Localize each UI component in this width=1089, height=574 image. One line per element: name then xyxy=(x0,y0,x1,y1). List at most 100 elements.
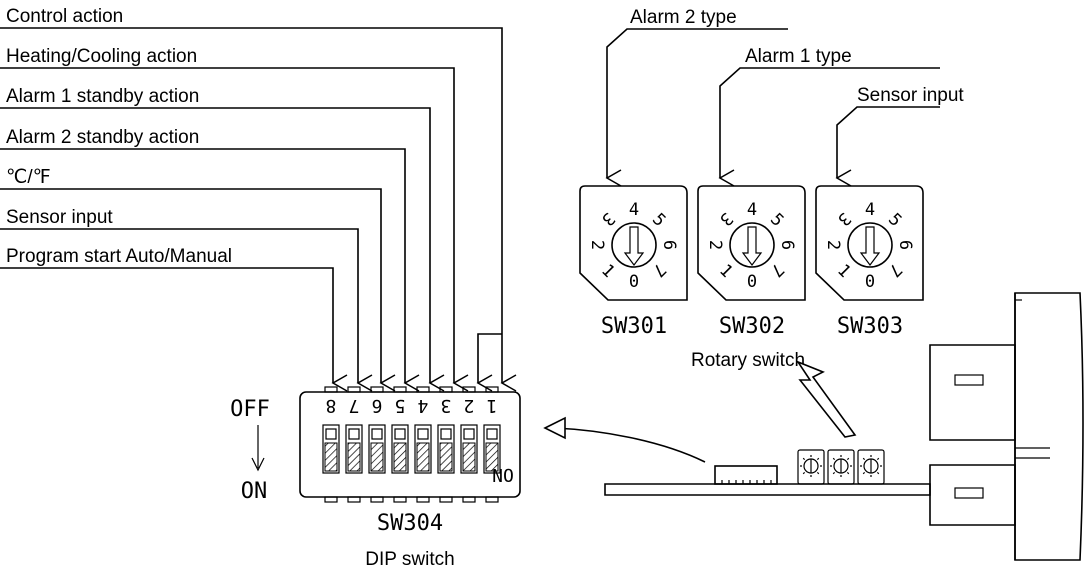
dip-callout-arrow xyxy=(554,427,706,463)
rotary-dial-digit: 4 xyxy=(865,200,875,220)
rotary-dial-digit: 1 xyxy=(597,260,618,281)
dip-label: Alarm 1 standby action xyxy=(6,86,199,107)
dip-label: Heating/Cooling action xyxy=(6,46,197,67)
rotary-dial-digit: 4 xyxy=(747,200,757,220)
rotary-dial-digit: 7 xyxy=(648,259,669,280)
dip-switch-caption: DIP switch xyxy=(365,549,454,570)
dip-leader-line xyxy=(0,67,469,392)
dip-toggle-slot xyxy=(322,424,340,474)
rotary-dial-digit: 0 xyxy=(747,272,757,292)
off-on-arrow-head xyxy=(251,457,265,472)
dip-pin xyxy=(485,496,499,503)
rotary-dial xyxy=(847,222,893,268)
dip-callout-arrow-head xyxy=(543,416,566,440)
dip-switch-number: 7 xyxy=(349,395,360,416)
dip-leader-line xyxy=(0,267,348,392)
rotary-dial-digit: 6 xyxy=(777,240,797,250)
rotary-leader-line xyxy=(835,106,940,187)
rotary-switch-body xyxy=(697,185,806,301)
rotary-switch-id: SW302 xyxy=(719,314,785,339)
rotary-dial-digit: 1 xyxy=(715,260,736,281)
dip-toggle-hatch xyxy=(439,442,453,472)
dip-toggle-hatch xyxy=(393,442,407,472)
rotary-dial-digit: 0 xyxy=(629,272,639,292)
dip-pin xyxy=(324,496,338,503)
dip-switch-number: 3 xyxy=(441,395,452,416)
dip-toggle-hatch xyxy=(416,442,430,472)
dip-leader-line xyxy=(0,27,517,392)
dip-label: Control action xyxy=(6,6,123,27)
rotary-label: Alarm 1 type xyxy=(745,46,852,67)
board-dip-switch xyxy=(714,465,778,485)
dip-on-mark: ON xyxy=(492,464,514,485)
rotary-dial-digit: 2 xyxy=(823,240,843,250)
rotary-switch-id: SW301 xyxy=(601,314,667,339)
dip-toggle-slot xyxy=(414,424,432,474)
on-label: ON xyxy=(241,479,268,504)
dip-toggle-hatch xyxy=(370,442,384,472)
dip-toggle-hatch xyxy=(485,442,499,472)
rotary-switch-body xyxy=(815,185,924,301)
board-rotary xyxy=(797,449,825,485)
dip-toggle-knob xyxy=(486,428,498,440)
dip-toggle-hatch xyxy=(347,442,361,472)
board-rotary xyxy=(857,449,885,485)
dip-switch-number: 8 xyxy=(326,395,337,416)
rotary-dial-digit: 7 xyxy=(766,259,787,280)
rotary-switch-body xyxy=(579,185,688,301)
rotary-label: Sensor input xyxy=(857,85,964,106)
rotary-dial-digit: 5 xyxy=(884,210,905,231)
dip-toggle-hatch xyxy=(462,442,476,472)
rotary-dial-digit: 4 xyxy=(629,200,639,220)
rotary-label: Alarm 2 type xyxy=(630,7,737,28)
rotary-pointer-arrow xyxy=(859,226,881,266)
dip-pins xyxy=(324,386,499,503)
dip-switch-number: 4 xyxy=(418,395,429,416)
rotary-dial-digit: 3 xyxy=(833,208,854,229)
rotary-pointer-arrow xyxy=(623,226,645,266)
unit-side-view xyxy=(543,292,1084,561)
dip-switch-body xyxy=(299,391,521,498)
dip-pin xyxy=(324,386,338,393)
rotary-callout-arrow xyxy=(795,360,857,438)
dip-toggle-slot xyxy=(437,424,455,474)
board-dip-ticks xyxy=(721,480,772,484)
rotary-dial-digit: 1 xyxy=(833,260,854,281)
dip-switch-id: SW304 xyxy=(377,511,443,536)
rotary-dial xyxy=(611,222,657,268)
dip-leader-line xyxy=(0,188,396,392)
dip-leader-line xyxy=(0,228,373,392)
rotary-dial xyxy=(729,222,775,268)
unit-slot-lower xyxy=(954,487,984,499)
dip-toggle-knob xyxy=(325,428,337,440)
dip-switch-number: 1 xyxy=(487,395,498,416)
dip-switch-number: 6 xyxy=(372,395,383,416)
dip-toggle-slot xyxy=(483,424,501,474)
rotary-switch-caption: Rotary switch xyxy=(691,350,805,371)
dip-toggle-slot xyxy=(460,424,478,474)
dip-pin xyxy=(416,496,430,503)
unit-lower-housing xyxy=(929,464,1016,526)
dip-pin xyxy=(347,496,361,503)
rotary-dial-digit: 5 xyxy=(766,210,787,231)
dip-pin xyxy=(462,496,476,503)
rotary-dial-digit: 5 xyxy=(648,210,669,231)
dip-pin xyxy=(370,496,384,503)
dip-toggle-slot xyxy=(345,424,363,474)
dip-leader-branch xyxy=(476,333,502,392)
dip-label: Alarm 2 standby action xyxy=(6,127,199,148)
off-label: OFF xyxy=(230,397,270,422)
rotary-dial-digit: 3 xyxy=(715,208,736,229)
rotary-dial-digit: 3 xyxy=(597,208,618,229)
dip-toggle-knob xyxy=(417,428,429,440)
dip-label: Program start Auto/Manual xyxy=(6,246,232,267)
dip-leader-line xyxy=(0,107,445,392)
board-rotary xyxy=(827,449,855,485)
